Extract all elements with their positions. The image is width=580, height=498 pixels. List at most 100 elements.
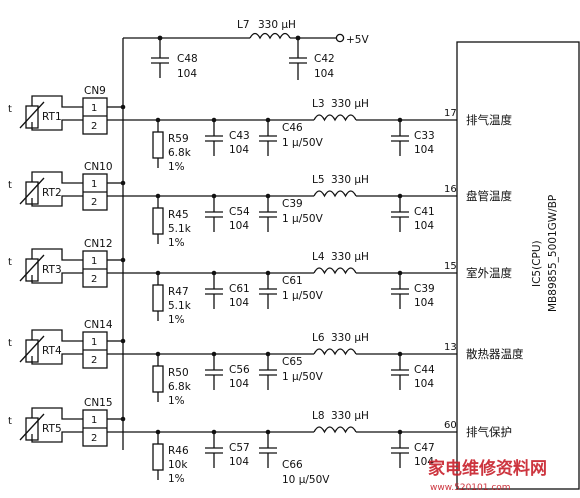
watermark: 家电维修资料网 www.520101.com — [428, 458, 547, 493]
inductor-coil — [313, 114, 357, 122]
resistor-value: 5.1k — [168, 223, 192, 235]
connector-pin-1: 1 — [91, 103, 97, 114]
resistor-body — [152, 365, 164, 393]
inductor-value: 330 μH — [331, 98, 369, 110]
ic-signal-label: 排气保护 — [466, 425, 512, 439]
connector-pin-2: 2 — [91, 355, 97, 366]
inductor-ref: L6 — [312, 332, 325, 344]
supply-section: L7 330 μH +5V C48 104 C42 104 — [123, 19, 369, 80]
cap-c-node — [397, 429, 403, 435]
sensor-wire-bottom — [31, 353, 83, 365]
ic-pin-number: 16 — [444, 184, 457, 195]
cap-b-node — [265, 351, 271, 357]
sensor-wire-bottom — [31, 119, 83, 131]
ic-signal-label: 散热器温度 — [466, 347, 524, 361]
cap-c-node — [397, 351, 403, 357]
resistor-body — [152, 131, 164, 159]
connector-ref: CN10 — [84, 161, 113, 173]
thermistor-mark: t — [8, 338, 12, 349]
sensor-wire-top — [31, 171, 83, 184]
connector-ref: CN14 — [84, 319, 113, 331]
thermistor-slash — [19, 177, 45, 205]
sensor-wire-top — [31, 407, 83, 420]
inductor-value: 330 μH — [331, 174, 369, 186]
resistor-value: 5.1k — [168, 300, 192, 312]
connector-ref: CN12 — [84, 238, 113, 250]
resistor-ref: R45 — [168, 209, 189, 221]
cap-b-ref: C65 — [282, 356, 303, 368]
c42-ref: C42 — [314, 53, 335, 65]
ic-ref-label: IC5(CPU) — [531, 240, 543, 287]
cap-c-value: 104 — [414, 220, 434, 232]
ic-block: IC5(CPU) MB89855_5001GW/BP — [456, 41, 580, 490]
sensor-ref: RT4 — [42, 345, 62, 357]
vcc-terminal — [335, 33, 345, 43]
cap-a-value: 104 — [229, 378, 249, 390]
thermistor-mark: t — [8, 416, 12, 427]
cap-b-value: 1 μ/50V — [282, 371, 324, 383]
resistor-body — [152, 443, 164, 471]
l7-inductor — [249, 32, 291, 40]
thermistor-mark: t — [8, 257, 12, 268]
sensor-wire-top — [31, 248, 83, 261]
thermistor-slash — [19, 413, 45, 441]
inductor-value: 330 μH — [331, 332, 369, 344]
thermistor-slash — [19, 101, 45, 129]
thermistor-slash — [19, 335, 45, 363]
cap-b-value: 1 μ/50V — [282, 213, 324, 225]
inductor-ref: L4 — [312, 251, 325, 263]
thermistor-body — [25, 339, 39, 363]
cap-b-node — [265, 270, 271, 276]
cap-a-value: 104 — [229, 456, 249, 468]
ic-signal-label: 室外温度 — [466, 266, 512, 280]
cap-b-node — [265, 193, 271, 199]
rail-node — [120, 416, 126, 422]
watermark-url: www.520101.com — [430, 483, 511, 493]
ic-pin-number: 60 — [444, 420, 457, 431]
cap-b-ref: C46 — [282, 122, 303, 134]
connector-pin-1: 1 — [91, 256, 97, 267]
l7-value: 330 μH — [258, 19, 296, 31]
cap-a-ref: C43 — [229, 130, 250, 142]
cap-a-ref: C61 — [229, 283, 250, 295]
cap-a-ref: C56 — [229, 364, 250, 376]
cap-a-node — [211, 193, 217, 199]
inductor-ref: L5 — [312, 174, 325, 186]
inductor-coil — [313, 267, 357, 275]
cap-c-value: 104 — [414, 144, 434, 156]
sensor-ref: RT5 — [42, 423, 62, 435]
resistor-ref: R47 — [168, 286, 189, 298]
sensor-wire-top — [31, 329, 83, 342]
connector-ref: CN15 — [84, 397, 113, 409]
cap-a-ref: C57 — [229, 442, 250, 454]
sensor-wire-bottom — [31, 272, 83, 284]
cap-c-ref: C41 — [414, 206, 435, 218]
cap-a-node — [211, 429, 217, 435]
sensor-ref: RT3 — [42, 264, 62, 276]
watermark-text: 家电维修资料网 — [428, 458, 547, 479]
cap-c-ref: C44 — [414, 364, 435, 376]
c48-ref: C48 — [177, 53, 198, 65]
sensor-ref: RT1 — [42, 111, 62, 123]
cap-a-node — [211, 117, 217, 123]
rail-node — [120, 180, 126, 186]
cap-c-node — [397, 117, 403, 123]
inductor-ref: L3 — [312, 98, 325, 110]
connector-pin-1: 1 — [91, 179, 97, 190]
thermistor-body — [25, 417, 39, 441]
resistor-tolerance: 1% — [168, 314, 185, 326]
resistor-value: 6.8k — [168, 381, 192, 393]
cap-a-value: 104 — [229, 297, 249, 309]
ic-body — [456, 41, 580, 490]
ic-pin-number: 13 — [444, 342, 457, 353]
inductor-value: 330 μH — [331, 251, 369, 263]
ic-signal-label: 排气温度 — [466, 113, 512, 127]
thermistor-mark: t — [8, 180, 12, 191]
thermistor-body — [25, 181, 39, 205]
thermistor-mark: t — [8, 104, 12, 115]
sensor-wire-bottom — [31, 195, 83, 207]
cap-c-node — [397, 270, 403, 276]
